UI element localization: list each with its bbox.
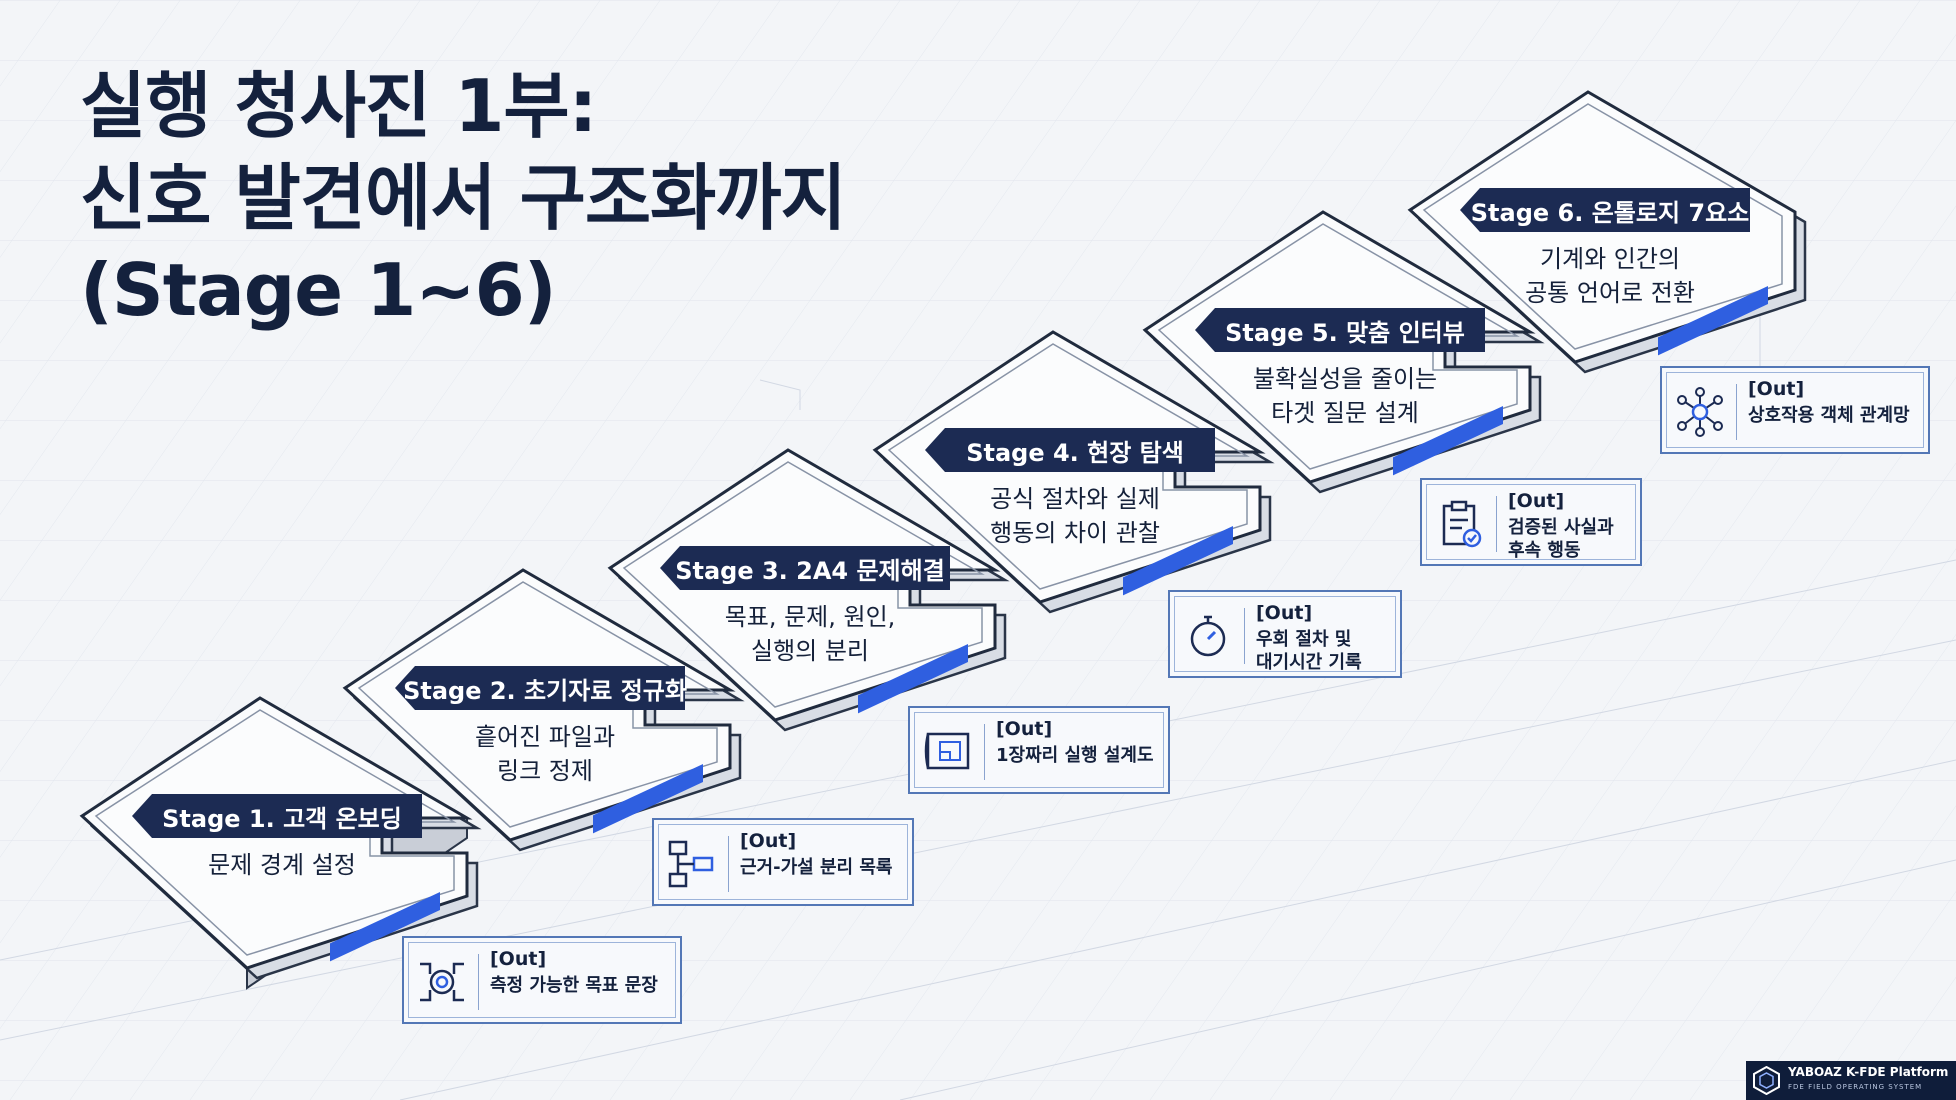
stage-5-title: Stage 5. 맞춤 인터뷰	[1225, 318, 1465, 347]
stage-2-output-box: [Out] 근거-가설 분리 목록	[652, 818, 914, 906]
stage-4-description: 공식 절차와 실제 행동의 차이 관찰	[945, 482, 1205, 550]
stage-5-desc-line: 타겟 질문 설계	[1271, 399, 1419, 427]
stage-3-desc-line: 실행의 분리	[750, 637, 870, 665]
stage-2-title: Stage 2. 초기자료 정규화	[403, 676, 687, 705]
stage-4-desc-line: 행동의 차이 관찰	[990, 519, 1160, 547]
stage-6-title: Stage 6. 온톨로지 7요소	[1470, 198, 1750, 227]
stage-block-shape	[1142, 210, 1545, 494]
stage-1-output-box: [Out] 측정 가능한 목표 문장	[402, 936, 682, 1024]
stage-5-output-tag: [Out]	[1508, 490, 1565, 512]
stage-6-output-tag: [Out]	[1748, 378, 1805, 400]
page-title-line2: 신호 발견에서 구조화까지	[80, 156, 847, 240]
stage-5-output-line: 후속 행동	[1508, 540, 1581, 561]
stage-4-title: Stage 4. 현장 탐색	[966, 438, 1184, 467]
stage-3-description: 목표, 문제, 원인, 실행의 분리	[680, 600, 940, 668]
stage-4-output-tag: [Out]	[1256, 602, 1313, 624]
stage-4-output-line: 우회 절차 및	[1256, 629, 1352, 650]
platform-logo: YABOAZ K-FDE Platform FDE FIELD OPERATIN…	[1746, 1061, 1956, 1100]
blueprint-icon	[924, 732, 970, 770]
page-title-line1: 실행 청사진 1부:	[80, 64, 597, 148]
stage-5-description: 불확실성을 줄이는 타겟 질문 설계	[1215, 362, 1475, 430]
target-network-icon	[420, 962, 464, 1002]
stage-5-block: Stage 5. 맞춤 인터뷰 불확실성을 줄이는 타겟 질문 설계	[1142, 210, 1545, 497]
stage-3-title: Stage 3. 2A4 문제해결	[675, 556, 945, 585]
stage-4-desc-line: 공식 절차와 실제	[990, 485, 1160, 513]
stage-4-output-box: [Out] 우회 절차 및 대기시간 기록	[1168, 590, 1402, 678]
stage-3-output-box: [Out] 1장짜리 실행 설계도	[908, 706, 1170, 794]
flowchart-icon	[668, 840, 714, 888]
page-title: 실행 청사진 1부: 신호 발견에서 구조화까지 (Stage 1~6)	[80, 60, 847, 336]
stage-2-output-text: 근거-가설 분리 목록	[740, 856, 910, 879]
stage-1-output-tag: [Out]	[490, 948, 547, 970]
stopwatch-icon	[1190, 615, 1226, 657]
stage-1-description: 문제 경계 설정	[152, 848, 412, 882]
stage-6-desc-line: 공통 언어로 전환	[1525, 279, 1695, 307]
stage-5-desc-line: 불확실성을 줄이는	[1252, 365, 1438, 393]
output-separator	[478, 954, 479, 1010]
stage-block-shape	[872, 330, 1275, 614]
stage-3-output-line: 1장짜리 실행 설계도	[996, 745, 1154, 766]
stage-2-desc-line: 링크 정제	[497, 757, 593, 785]
output-separator	[1736, 384, 1737, 440]
stage-block-shape	[607, 448, 1010, 732]
stage-3-desc-line: 목표, 문제, 원인,	[724, 603, 896, 631]
stage-1-output-text: 측정 가능한 목표 문장	[490, 974, 660, 997]
stage-2-output-tag: [Out]	[740, 830, 797, 852]
output-separator	[1244, 608, 1245, 664]
network-nodes-icon	[1677, 387, 1723, 437]
stage-block-shape	[79, 696, 482, 990]
stage-6-description: 기계와 인간의 공통 언어로 전환	[1480, 242, 1740, 310]
stage-block-shape	[342, 568, 745, 852]
stage-6-output-text: 상호작용 객체 관계망	[1748, 404, 1918, 427]
stage-3-block: Stage 3. 2A4 문제해결 목표, 문제, 원인, 실행의 분리	[607, 448, 1010, 735]
stage-4-output-line: 대기시간 기록	[1256, 652, 1362, 673]
stage-6-output-line: 상호작용 객체 관계망	[1748, 405, 1910, 426]
stage-6-block: Stage 6. 온톨로지 7요소 기계와 인간의 공통 언어로 전환	[1407, 90, 1807, 377]
stage-2-desc-line: 흩어진 파일과	[474, 723, 616, 751]
hexagon-logo-icon	[1753, 1066, 1780, 1095]
stage-block-shape	[1407, 90, 1807, 374]
clipboard-check-icon	[1442, 500, 1482, 548]
stage-1-output-line: 측정 가능한 목표 문장	[490, 975, 658, 996]
stage-6-desc-line: 기계와 인간의	[1539, 245, 1681, 273]
stage-1-desc-line: 문제 경계 설정	[208, 851, 356, 879]
output-separator	[1496, 496, 1497, 552]
stage-5-output-text: 검증된 사실과 후속 행동	[1508, 516, 1678, 562]
stage-6-output-box: [Out] 상호작용 객체 관계망	[1660, 366, 1930, 454]
stage-1-block: Stage 1. 고객 온보딩 문제 경계 설정	[79, 696, 482, 990]
stage-2-description: 흩어진 파일과 링크 정제	[415, 720, 675, 788]
output-separator	[984, 724, 985, 780]
stage-5-output-box: [Out] 검증된 사실과 후속 행동	[1420, 478, 1642, 566]
stage-5-output-line: 검증된 사실과	[1508, 517, 1614, 538]
stage-4-block: Stage 4. 현장 탐색 공식 절차와 실제 행동의 차이 관찰	[872, 330, 1275, 617]
stage-3-output-tag: [Out]	[996, 718, 1053, 740]
platform-subtitle: FDE FIELD OPERATING SYSTEM	[1788, 1083, 1923, 1091]
output-separator	[728, 836, 729, 892]
stage-3-output-text: 1장짜리 실행 설계도	[996, 744, 1166, 767]
stage-1-title: Stage 1. 고객 온보딩	[162, 804, 402, 833]
stage-2-output-line: 근거-가설 분리 목록	[740, 857, 893, 878]
stage-2-block: Stage 2. 초기자료 정규화 흩어진 파일과 링크 정제	[342, 568, 745, 855]
page-title-line3: (Stage 1~6)	[80, 248, 557, 332]
stage-4-output-text: 우회 절차 및 대기시간 기록	[1256, 628, 1426, 674]
platform-name: YABOAZ K-FDE Platform	[1788, 1065, 1949, 1079]
